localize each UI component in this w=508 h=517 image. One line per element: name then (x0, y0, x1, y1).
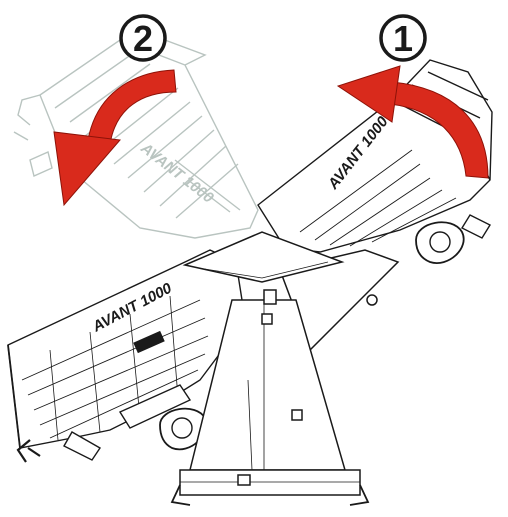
ghost-fixture: AVANT 1000 (13, 29, 259, 239)
ghost-brand-label: AVANT 1000 (137, 139, 217, 207)
step-badge-2: 2 (119, 14, 167, 62)
rotation-arrow-2 (53, 69, 177, 207)
yoke-stand (170, 231, 400, 506)
step-badge-1: 1 (379, 14, 427, 62)
rotation-arrow-1 (336, 65, 489, 179)
step-label-1: 1 (393, 18, 413, 59)
step-label-2: 2 (133, 18, 153, 59)
left-fixture: AVANT 1000 (7, 249, 243, 463)
